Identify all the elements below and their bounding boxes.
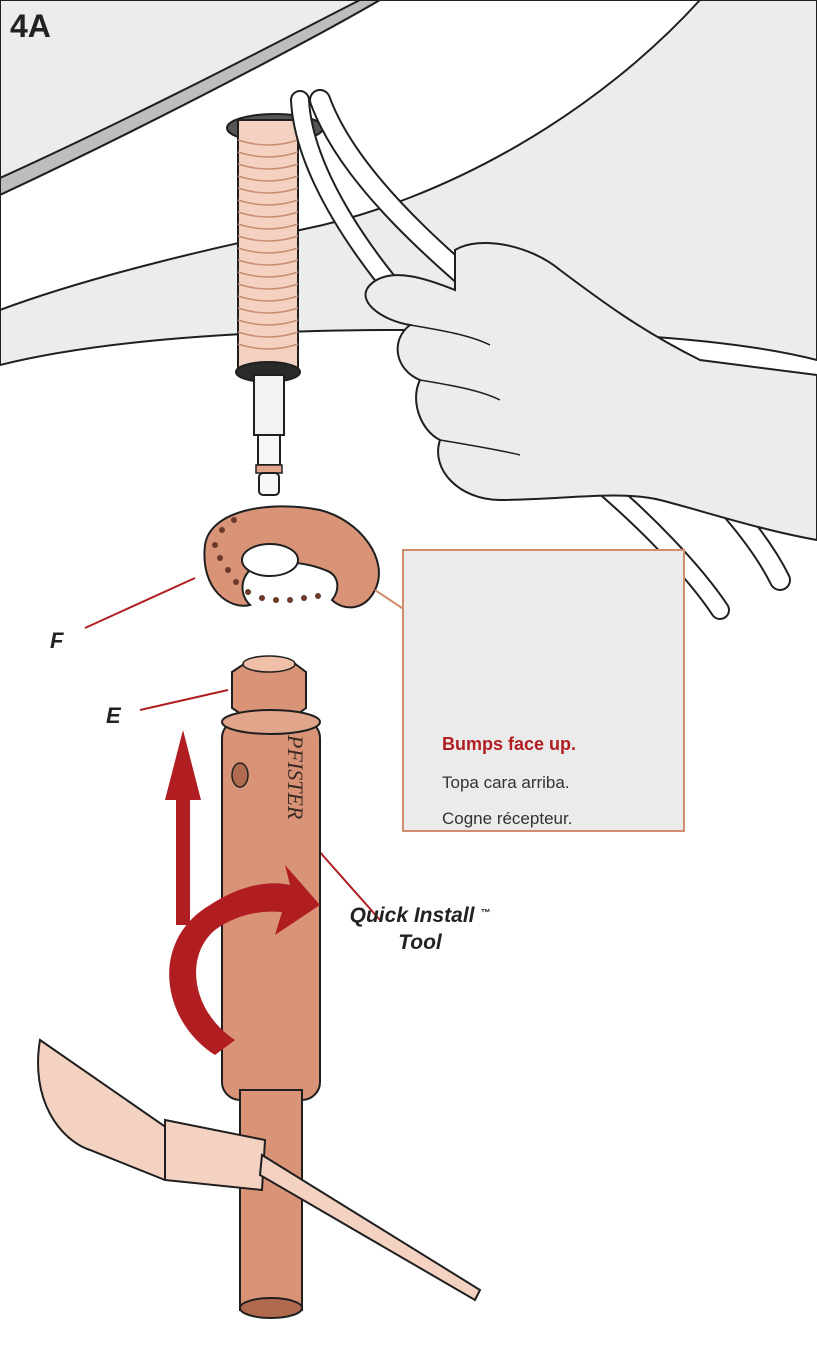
leader-e (140, 690, 228, 710)
quick-install-tool-top (222, 710, 320, 734)
note-spanish: Topa cara arriba. (442, 773, 570, 793)
bumps-note-box: Bumps face up. Topa cara arriba. Cogne r… (402, 549, 685, 832)
step-number: 4A (10, 8, 51, 45)
nut-e-bore (243, 656, 295, 672)
lift-arrow (165, 730, 201, 925)
stem-upper (254, 375, 284, 435)
trademark-symbol: ™ (480, 908, 490, 919)
note-english: Bumps face up. (442, 734, 576, 755)
tool-brand-text: PFISTER (283, 734, 308, 820)
tool-suffix: Tool (398, 931, 442, 954)
stem-oring (256, 465, 282, 473)
leader-box (375, 590, 405, 610)
note-french: Cogne récepteur. (442, 809, 572, 829)
screwdriver-handle (38, 1040, 183, 1180)
label-quick-install-tool: Quick Install ™ Tool (330, 902, 510, 956)
leader-f (85, 578, 195, 628)
label-f: F (50, 628, 63, 654)
stem-lower (258, 435, 280, 465)
tool-name: Quick Install (350, 904, 475, 927)
label-e: E (106, 703, 121, 729)
quick-install-tool-hole (232, 763, 248, 787)
quick-install-tool-shaft (240, 1090, 302, 1310)
stem-tip (259, 473, 279, 495)
spacer-f-hole (242, 544, 298, 576)
quick-install-tool-bottom (240, 1298, 302, 1318)
